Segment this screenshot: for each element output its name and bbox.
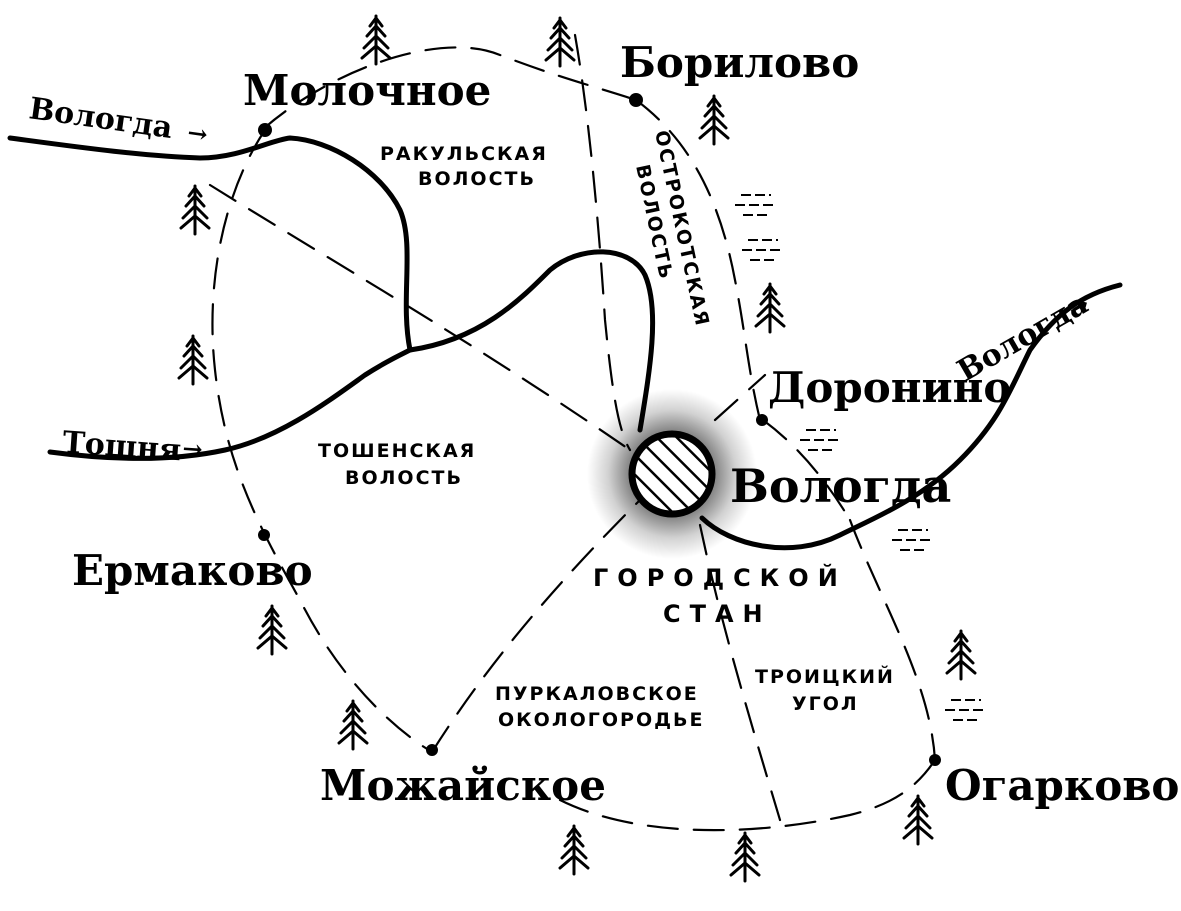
fir-tree-icon <box>337 699 369 751</box>
region-labels: РАКУЛЬСКАЯ ВОЛОСТЬ ОСТРОКОТСКАЯ ВОЛОСТЬ … <box>318 128 895 731</box>
toshnya-river <box>47 347 413 461</box>
village-dot-icon <box>756 414 768 426</box>
region-gorodskoy-line2: СТАН <box>663 600 772 628</box>
ostrokotskaya-west-boundary <box>573 33 632 452</box>
region-purkalovskoe-line2: ОКОЛОГОРОДЬЕ <box>498 709 705 731</box>
settlements <box>258 93 941 766</box>
troitsky-east-boundary <box>848 518 937 762</box>
outer-boundary-west <box>211 128 434 754</box>
tosha-diagonal-boundary <box>208 183 632 452</box>
volost-boundaries <box>208 33 937 832</box>
outer-boundary-north <box>260 46 638 132</box>
vologda-river-west <box>7 135 413 353</box>
village-dot-icon <box>258 123 272 137</box>
fir-tree-icon <box>179 184 211 236</box>
fir-tree-icon <box>256 604 288 656</box>
label-borilovo: Борилово <box>620 38 859 87</box>
village-dot-icon <box>258 529 270 541</box>
region-rakulskaya-line2: ВОЛОСТЬ <box>418 168 536 190</box>
region-troitsky-line2: УГОЛ <box>792 693 859 715</box>
marsh-lines-icon <box>891 529 931 551</box>
fir-tree-icon <box>177 334 209 386</box>
region-troitsky-line1: ТРОИЦКИЙ <box>755 665 895 688</box>
marsh-lines-icon <box>799 429 839 451</box>
marsh-lines-icon <box>734 194 774 216</box>
fir-tree-icon <box>729 831 761 883</box>
region-gorodskoy-line1: ГОРОДСКОЙ <box>593 563 847 592</box>
label-doronino: Доронино <box>768 363 1011 412</box>
city-vologda <box>587 389 757 559</box>
arrow-right-icon: → <box>186 117 210 149</box>
troitsky-west-boundary <box>698 523 782 822</box>
fir-tree-icon <box>754 282 786 334</box>
ostrokotskaya-east-boundary <box>634 98 762 422</box>
label-ermakovo: Ермаково <box>72 546 313 595</box>
label-ogarkovo: Огарково <box>945 761 1179 810</box>
village-labels: Молочное Борилово Доронино Ермаково Можа… <box>72 38 1179 810</box>
purkalovo-diagonal-boundary <box>430 498 642 754</box>
fir-tree-icon <box>544 16 576 68</box>
village-dot-icon <box>929 754 941 766</box>
fir-tree-icon <box>945 629 977 681</box>
fir-tree-icon <box>558 824 590 876</box>
marsh-lines-icon <box>741 239 781 261</box>
fir-tree-icon <box>902 794 934 846</box>
vologda-river-middle <box>407 249 656 433</box>
forest-symbols <box>177 14 977 883</box>
fir-tree-icon <box>360 14 392 66</box>
river-labels: Вологда → Вологда → Тошня → <box>27 91 1095 468</box>
region-toshenskaya-line2: ВОЛОСТЬ <box>345 467 463 489</box>
rivers <box>7 135 1123 551</box>
fir-tree-icon <box>698 94 730 146</box>
marsh-symbols <box>734 194 984 721</box>
marsh-lines-icon <box>944 699 984 721</box>
hatched-circle-city-icon <box>635 437 709 511</box>
vologda-river-east <box>699 282 1123 551</box>
village-dot-icon <box>426 744 438 756</box>
southern-boundary <box>558 758 937 832</box>
region-purkalovskoe-line1: ПУРКАЛОВСКОЕ <box>495 683 699 705</box>
region-toshenskaya-line1: ТОШЕНСКАЯ <box>318 440 476 462</box>
river-label-vologda-west: Вологда <box>27 91 175 146</box>
label-city-vologda: Вологда <box>730 459 951 513</box>
region-rakulskaya-line1: РАКУЛЬСКАЯ <box>380 143 548 165</box>
arrow-right-icon: → <box>182 433 204 463</box>
label-mozhayskoe: Можайское <box>320 761 606 810</box>
label-molochnoe: Молочное <box>243 66 491 115</box>
river-label-toshnya: Тошня <box>61 425 182 468</box>
village-dot-icon <box>629 93 643 107</box>
